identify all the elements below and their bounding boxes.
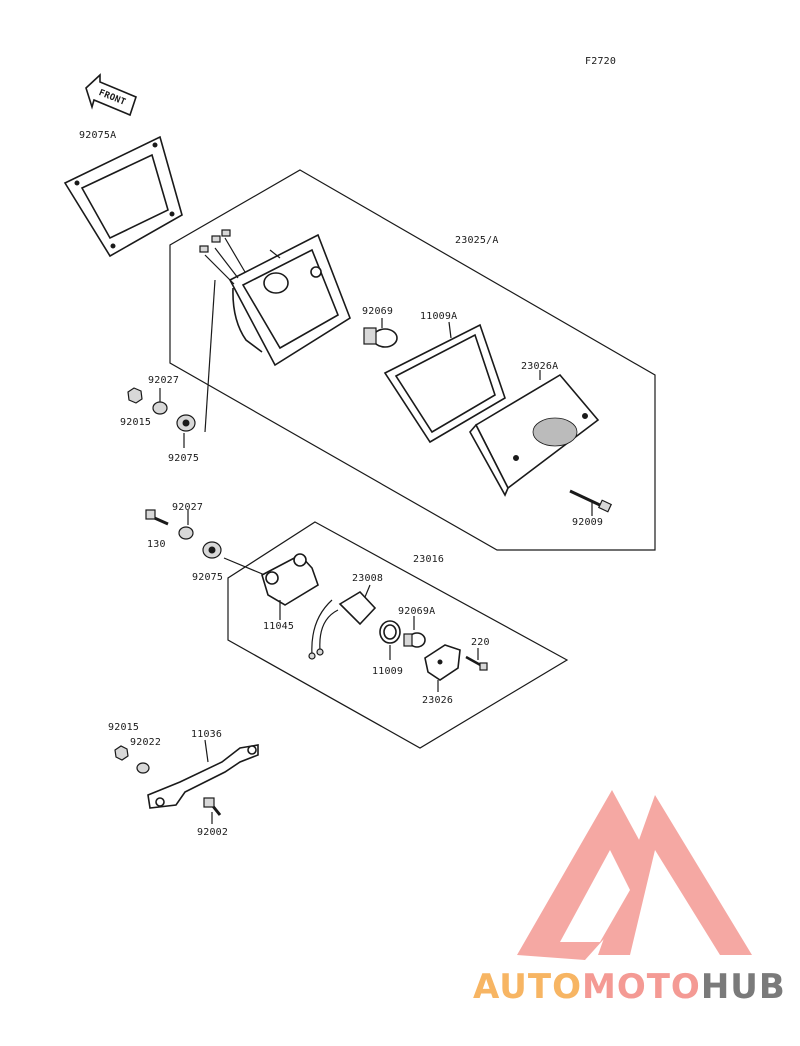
lens-23026 bbox=[424, 644, 461, 681]
watermark-hub: HUB bbox=[701, 967, 786, 1007]
bulb-92069A bbox=[403, 632, 426, 648]
bracket-11036 bbox=[147, 744, 259, 809]
label-11009A: 11009A bbox=[420, 311, 457, 322]
label-92027-top: 92027 bbox=[148, 375, 179, 386]
label-92069: 92069 bbox=[362, 306, 393, 317]
label-92075-mid: 92075 bbox=[192, 572, 223, 583]
label-23026A: 23026A bbox=[521, 361, 558, 372]
leader-housing bbox=[204, 279, 216, 433]
label-92022: 92022 bbox=[130, 737, 161, 748]
automotohub-logo-icon bbox=[517, 790, 752, 960]
washer-92022 bbox=[136, 762, 150, 774]
label-11045: 11045 bbox=[263, 621, 294, 632]
label-130: 130 bbox=[147, 539, 166, 550]
label-92069A: 92069A bbox=[398, 606, 435, 617]
bracket-11045 bbox=[261, 553, 319, 606]
label-92075A: 92075A bbox=[79, 130, 116, 141]
label-23025A: 23025/A bbox=[455, 235, 499, 246]
bulb-92069 bbox=[363, 318, 398, 348]
gasket-92075A bbox=[63, 135, 183, 258]
label-11009: 11009 bbox=[372, 666, 403, 677]
label-220: 220 bbox=[471, 637, 490, 648]
grommet-92075-top bbox=[176, 414, 196, 432]
bolt-130 bbox=[145, 509, 169, 526]
figure-code: F2720 bbox=[585, 56, 616, 67]
label-23016: 23016 bbox=[413, 554, 444, 565]
lens-23026A bbox=[469, 373, 600, 497]
label-23008: 23008 bbox=[352, 573, 383, 584]
screw-220 bbox=[465, 655, 488, 671]
watermark-moto: MOTO bbox=[582, 967, 701, 1007]
oring-11009 bbox=[379, 620, 401, 644]
tail-lamp-housing bbox=[199, 229, 351, 367]
watermark-auto: AUTO bbox=[473, 967, 582, 1007]
front-arrow-icon: FRONT bbox=[85, 73, 137, 117]
bolt-92002 bbox=[203, 797, 222, 816]
collar-92027-mid bbox=[178, 526, 194, 540]
label-92009: 92009 bbox=[572, 517, 603, 528]
label-92002: 92002 bbox=[197, 827, 228, 838]
lower-assembly-outline bbox=[227, 521, 569, 749]
label-92015-bot: 92015 bbox=[108, 722, 139, 733]
label-23026: 23026 bbox=[422, 695, 453, 706]
label-11036: 11036 bbox=[191, 729, 222, 740]
label-92027-mid: 92027 bbox=[172, 502, 203, 513]
watermark-text: AUTOMOTOHUB bbox=[473, 967, 786, 1007]
collar-92027-top bbox=[152, 401, 168, 415]
label-92015-top: 92015 bbox=[120, 417, 151, 428]
grommet-92075-mid bbox=[202, 541, 222, 559]
upper-assembly-outline bbox=[169, 169, 656, 551]
nut-92015-bot bbox=[114, 745, 129, 761]
socket-23008 bbox=[308, 590, 377, 660]
gasket-11009A bbox=[383, 323, 506, 444]
label-92075-top: 92075 bbox=[168, 453, 199, 464]
nut-92015-top bbox=[127, 387, 143, 404]
screw-92009 bbox=[569, 489, 613, 513]
